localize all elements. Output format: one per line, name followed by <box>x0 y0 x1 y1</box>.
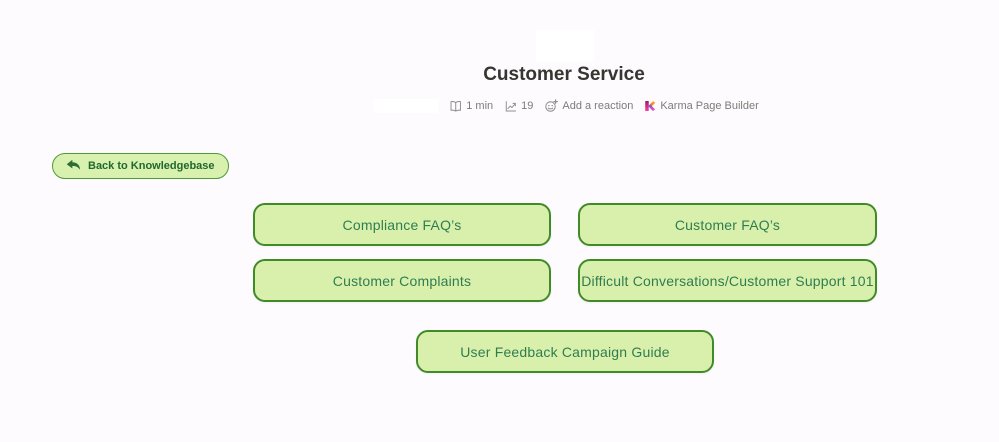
redacted-page-icon <box>536 30 594 62</box>
nav-button-customer-faqs[interactable]: Customer FAQ’s <box>578 203 877 246</box>
read-time-label: 1 min <box>466 100 494 112</box>
page-title: Customer Service <box>483 64 645 85</box>
views-chart-icon <box>504 100 517 113</box>
add-reaction-icon <box>544 99 559 113</box>
view-count-label: 19 <box>521 100 534 112</box>
book-icon <box>449 100 462 113</box>
add-reaction-label: Add a reaction <box>562 100 634 112</box>
back-button-label: Back to Knowledgebase <box>88 160 215 172</box>
back-arrow-icon <box>66 159 81 174</box>
add-reaction-button[interactable]: Add a reaction <box>544 99 633 113</box>
redacted-author-block <box>373 99 439 113</box>
back-to-knowledgebase-button[interactable]: Back to Knowledgebase <box>52 153 229 179</box>
karma-page-builder-link[interactable]: Karma Page Builder <box>644 100 759 112</box>
nav-button-user-feedback-guide[interactable]: User Feedback Campaign Guide <box>416 330 714 373</box>
view-count: 19 <box>504 100 533 113</box>
nav-button-compliance-faqs[interactable]: Compliance FAQ’s <box>253 203 551 246</box>
karma-page-builder-label: Karma Page Builder <box>660 100 759 112</box>
nav-button-customer-complaints[interactable]: Customer Complaints <box>253 259 551 302</box>
page-meta-row: 1 min 19 Add a <box>373 98 759 114</box>
karma-logo-icon <box>644 100 656 112</box>
nav-button-difficult-conversations[interactable]: Difficult Conversations/Customer Support… <box>578 259 877 302</box>
read-time: 1 min <box>449 100 493 113</box>
